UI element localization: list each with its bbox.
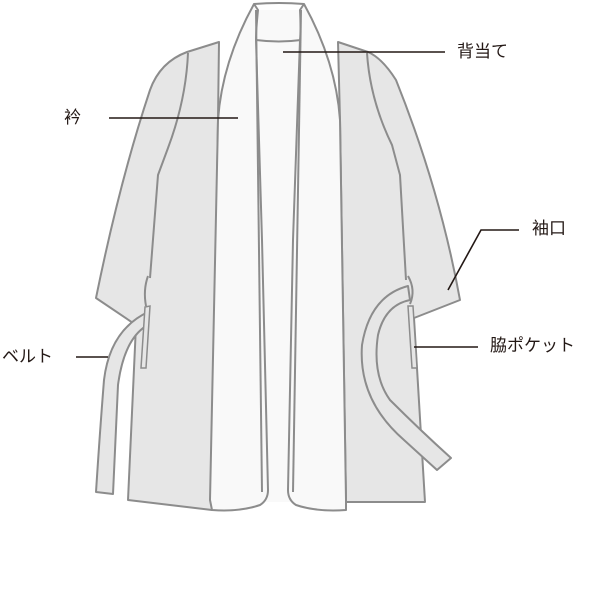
leader-cuff: [447, 229, 519, 291]
label-cuff: 袖口: [532, 219, 566, 239]
label-belt: ベルト: [2, 347, 53, 367]
label-back-stay: 背当て: [457, 42, 508, 62]
label-collar: 衿: [64, 108, 81, 128]
left-sleeve: [95, 41, 220, 511]
belt-left: [95, 311, 149, 495]
label-side-pocket: 脇ポケット: [490, 336, 575, 356]
belt-right: [360, 285, 452, 471]
